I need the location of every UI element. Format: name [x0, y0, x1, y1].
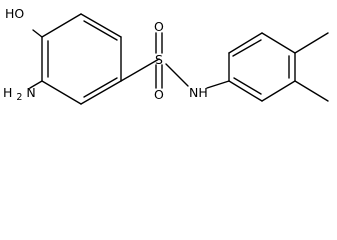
oxygen-bottom-label: O: [154, 87, 164, 102]
sulfur-label: S: [155, 52, 163, 67]
amine-label: H 2 N: [3, 85, 36, 103]
methyl-bond-upper: [294, 32, 329, 54]
nh-label: NH: [189, 85, 208, 100]
amine-hydrogen: H: [3, 85, 12, 100]
bond-c-oh: [32, 29, 43, 38]
bond-n-c: [206, 80, 230, 89]
amine-nitrogen: N: [26, 85, 35, 100]
hydroxyl-label: HO: [5, 6, 24, 21]
amine-subscript: 2: [16, 92, 22, 103]
methyl-bond-lower: [294, 80, 329, 102]
bond-c-nh2: [29, 80, 43, 89]
right-benzene-ring: [228, 32, 296, 102]
oxygen-top-label: O: [154, 19, 164, 34]
molecule-drawing: HO H 2 N S O O NH: [3, 6, 329, 105]
left-benzene-ring: [41, 13, 122, 105]
bond-s-n: [165, 63, 189, 87]
bond-c-s: [120, 58, 160, 82]
structure-diagram: HO H 2 N S O O NH: [3, 6, 329, 105]
